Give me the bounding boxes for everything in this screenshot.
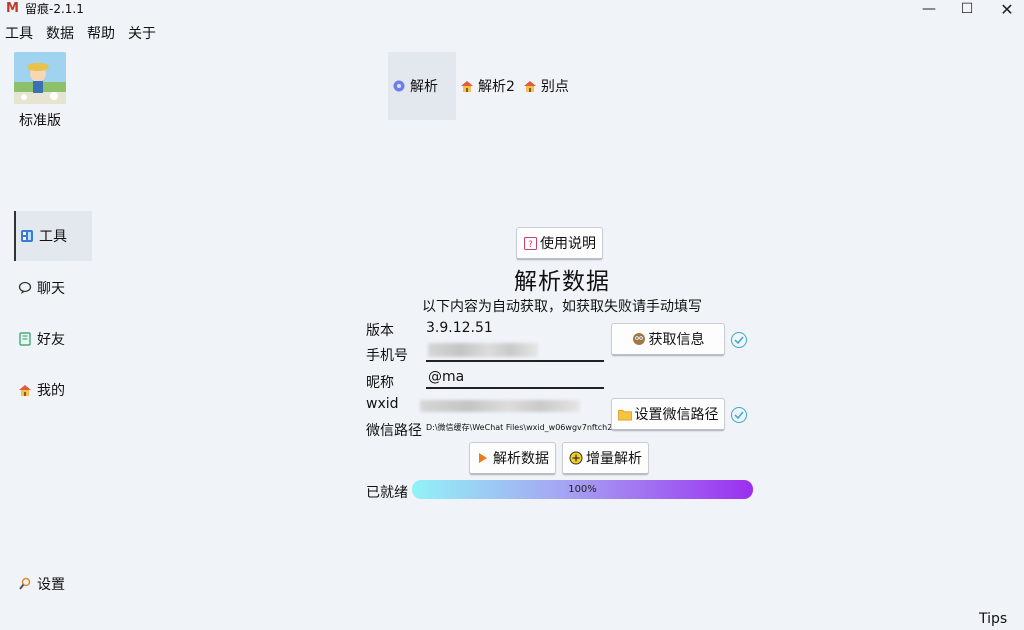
owl-icon xyxy=(632,332,646,346)
progress-text: 100% xyxy=(568,484,597,495)
wxid-label: wxid xyxy=(366,396,399,412)
version-value: 3.9.12.51 xyxy=(426,320,493,336)
minimize-icon: — xyxy=(922,1,936,17)
folder-icon xyxy=(617,407,632,421)
tools-icon xyxy=(20,229,34,243)
minimize-button[interactable]: — xyxy=(912,0,946,18)
settings-icon xyxy=(18,577,32,591)
phone-label: 手机号 xyxy=(366,348,408,364)
play-icon xyxy=(476,451,490,465)
set-path-button[interactable]: 设置微信路径 xyxy=(611,398,725,431)
tab-parse[interactable]: 解析 xyxy=(388,52,456,120)
house-icon xyxy=(460,79,474,93)
page-title: 解析数据 xyxy=(514,269,610,295)
close-button[interactable]: ✕ xyxy=(990,0,1024,19)
help-button[interactable]: ? 使用说明 xyxy=(516,227,603,260)
avatar[interactable] xyxy=(14,52,66,104)
wxid-value xyxy=(420,398,580,414)
question-icon: ? xyxy=(523,236,537,250)
sidebar-item-chat[interactable]: 聊天 xyxy=(14,263,92,313)
menu-about[interactable]: 关于 xyxy=(128,26,156,42)
app-logo-icon: M xyxy=(6,1,19,16)
disc-icon xyxy=(392,79,406,93)
tab-label: 解析2 xyxy=(478,79,515,95)
tab-label: 别点 xyxy=(540,79,569,95)
tab-bar: 解析 解析2 别点 xyxy=(388,52,573,120)
get-info-label: 获取信息 xyxy=(648,332,705,348)
maximize-icon: ☐ xyxy=(960,1,974,17)
tab-dont-click[interactable]: 别点 xyxy=(519,52,573,120)
tab-label: 解析 xyxy=(410,79,438,95)
sidebar-item-label: 工具 xyxy=(39,229,67,245)
sidebar-item-mine[interactable]: 我的 xyxy=(14,365,92,415)
path-value: D:\微信缓存\WeChat Files\wxid_w06wgv7nftch22 xyxy=(426,423,618,432)
sidebar-item-label: 聊天 xyxy=(37,281,65,297)
set-path-check-icon xyxy=(731,407,747,423)
progress-fill xyxy=(412,480,753,499)
redacted-phone xyxy=(428,343,538,357)
version-label: 版本 xyxy=(366,323,394,339)
close-icon: ✕ xyxy=(1000,0,1014,19)
sidebar-item-tools[interactable]: 工具 xyxy=(14,211,92,261)
sidebar-item-label: 设置 xyxy=(37,577,65,593)
sidebar-item-label: 好友 xyxy=(37,332,65,348)
edition-label: 标准版 xyxy=(19,113,61,129)
path-label: 微信路径 xyxy=(366,423,422,439)
sidebar-item-label: 我的 xyxy=(37,383,65,399)
menu-bar: 工具 数据 帮助 关于 xyxy=(0,24,164,44)
parse-data-button[interactable]: 解析数据 xyxy=(469,442,556,475)
chat-bubble-icon xyxy=(18,281,32,295)
parse-data-label: 解析数据 xyxy=(493,451,549,467)
get-info-button[interactable]: 获取信息 xyxy=(611,323,725,356)
page-subtitle: 以下内容为自动获取，如获取失败请手动填写 xyxy=(422,299,702,315)
set-path-label: 设置微信路径 xyxy=(634,407,719,423)
home-icon xyxy=(18,383,32,397)
window-title: 留痕-2.1.1 xyxy=(25,2,84,16)
phone-field[interactable] xyxy=(426,340,604,362)
maximize-button[interactable]: ☐ xyxy=(950,0,984,18)
get-info-check-icon xyxy=(731,332,747,348)
redacted-wxid xyxy=(420,400,580,412)
title-bar: M 留痕-2.1.1 — ☐ ✕ xyxy=(0,0,1024,20)
house-icon xyxy=(523,79,537,93)
svg-text:?: ? xyxy=(528,240,533,250)
incremental-parse-label: 增量解析 xyxy=(586,451,642,467)
progress-bar: 100% xyxy=(412,480,753,499)
menu-tools[interactable]: 工具 xyxy=(5,26,33,42)
nickname-label: 昵称 xyxy=(366,375,394,391)
sidebar-item-settings[interactable]: 设置 xyxy=(14,559,92,609)
nickname-field[interactable]: @ma xyxy=(426,367,604,389)
tips-link[interactable]: Tips xyxy=(979,611,1008,627)
tab-parse2[interactable]: 解析2 xyxy=(456,52,519,120)
contact-book-icon xyxy=(18,332,32,346)
incremental-parse-button[interactable]: 增量解析 xyxy=(562,442,649,475)
status-label: 已就绪 xyxy=(366,485,408,501)
sidebar-item-friends[interactable]: 好友 xyxy=(14,314,92,364)
help-button-label: 使用说明 xyxy=(540,236,596,252)
plus-circle-icon xyxy=(569,451,583,465)
menu-help[interactable]: 帮助 xyxy=(87,26,115,42)
menu-data[interactable]: 数据 xyxy=(46,26,74,42)
